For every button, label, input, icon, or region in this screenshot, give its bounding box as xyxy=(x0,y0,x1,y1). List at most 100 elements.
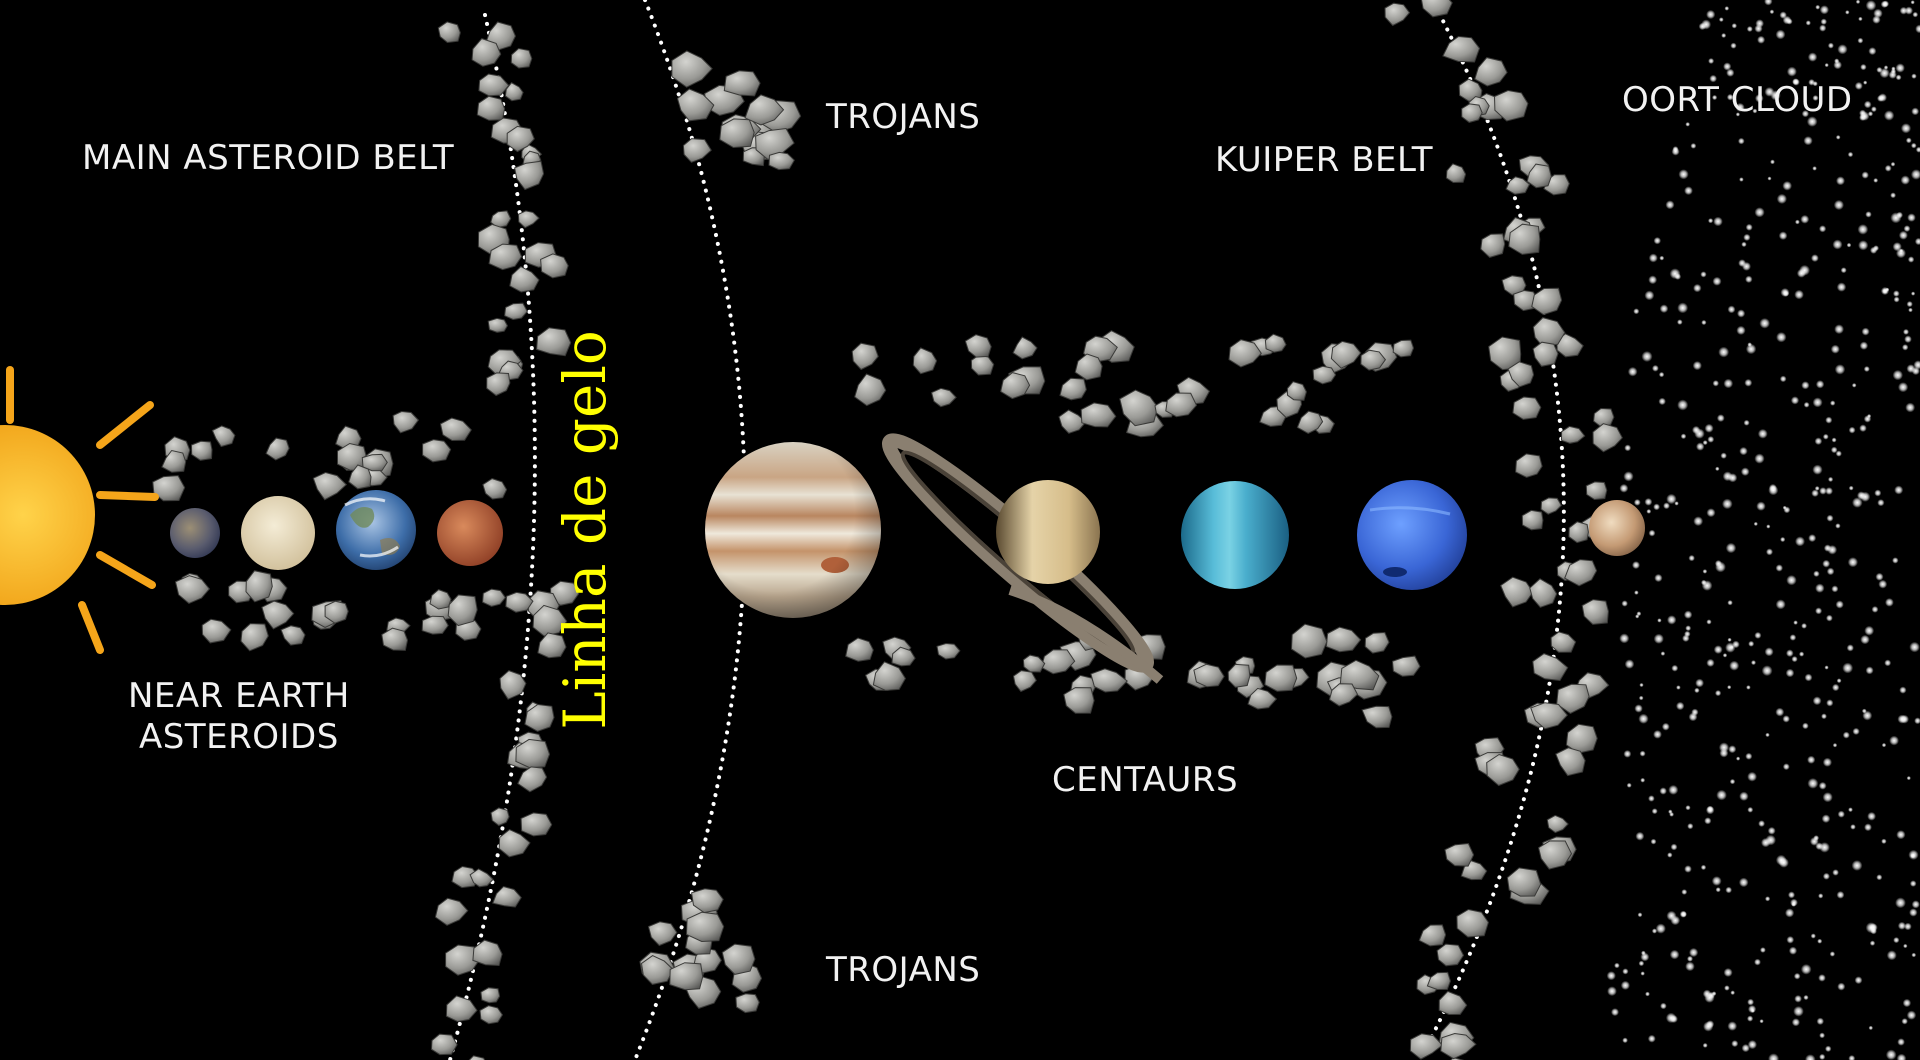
oort-star xyxy=(1677,302,1689,314)
oort-star xyxy=(1727,600,1733,606)
asteroid xyxy=(517,766,548,793)
oort-star xyxy=(1818,893,1824,899)
oort-star xyxy=(1674,501,1679,506)
oort-star xyxy=(1842,731,1850,739)
oort-star xyxy=(1677,399,1689,411)
oort-star xyxy=(1908,307,1913,313)
oort-star xyxy=(1736,325,1746,335)
oort-star xyxy=(1684,186,1693,196)
oort-star xyxy=(1668,784,1679,795)
oort-star xyxy=(1904,6,1913,15)
oort-star xyxy=(1735,112,1740,117)
oort-star xyxy=(1677,319,1683,325)
sun xyxy=(0,366,159,654)
asteroid xyxy=(1286,381,1307,401)
oort-star xyxy=(1647,1034,1656,1043)
oort-star xyxy=(1845,10,1850,15)
oort-star xyxy=(1811,489,1819,498)
oort-star xyxy=(1775,29,1786,40)
oort-star xyxy=(1663,502,1670,510)
oort-star xyxy=(1704,817,1712,825)
oort-star xyxy=(1805,1054,1816,1060)
oort-star xyxy=(1794,995,1802,1003)
oort-star xyxy=(1842,662,1854,674)
asteroid xyxy=(437,21,461,44)
oort-star xyxy=(1769,9,1775,15)
asteroid xyxy=(682,138,712,163)
asteroid xyxy=(1486,753,1520,787)
oort-star xyxy=(1786,649,1794,657)
oort-star xyxy=(1634,704,1643,713)
oort-star xyxy=(1807,755,1816,764)
oort-star xyxy=(1685,122,1690,127)
oort-star xyxy=(1903,943,1908,949)
asteroid xyxy=(515,738,551,769)
oort-star xyxy=(1896,1053,1907,1060)
oort-star xyxy=(1619,633,1630,644)
centaurs-label: CENTAURS xyxy=(1052,760,1239,800)
asteroid xyxy=(1550,631,1577,653)
oort-star xyxy=(1764,647,1774,657)
oort-star xyxy=(1720,452,1727,459)
asteroid xyxy=(492,885,522,908)
oort-star xyxy=(1747,771,1757,782)
oort-star xyxy=(1875,572,1884,581)
oort-star xyxy=(1760,947,1766,953)
oort-star xyxy=(1863,366,1870,372)
oort-star xyxy=(1815,583,1825,593)
asteroid xyxy=(1325,626,1362,653)
oort-star xyxy=(1782,715,1790,723)
oort-star xyxy=(1634,590,1639,595)
oort-star xyxy=(1788,891,1795,899)
oort-star xyxy=(1813,570,1820,577)
asteroid xyxy=(1515,453,1543,478)
asteroid xyxy=(1521,509,1544,531)
oort-star xyxy=(1653,633,1664,644)
oort-star xyxy=(1814,437,1823,446)
asteroid xyxy=(1565,723,1598,754)
oort-star xyxy=(1897,714,1907,724)
asteroid xyxy=(1532,653,1569,682)
asteroid xyxy=(532,604,568,637)
oort-star xyxy=(1885,598,1894,607)
oort-star xyxy=(1902,998,1912,1008)
oort-star xyxy=(1701,579,1707,586)
oort-star xyxy=(1829,951,1836,957)
oort-star xyxy=(1892,369,1904,381)
saturn xyxy=(881,433,1164,684)
oort-star xyxy=(1731,1040,1739,1048)
oort-star xyxy=(1765,834,1776,846)
oort-star xyxy=(1861,327,1870,336)
oort-star xyxy=(1867,811,1876,821)
main-asteroid-belt-label: MAIN ASTEROID BELT xyxy=(82,138,455,178)
oort-star xyxy=(1888,70,1897,79)
oort-star xyxy=(1746,685,1751,690)
oort-star xyxy=(1898,230,1908,240)
asteroid xyxy=(509,265,540,293)
asteroid xyxy=(1296,410,1324,434)
oort-star xyxy=(1800,214,1810,224)
asteroid xyxy=(1330,340,1362,369)
asteroid xyxy=(211,425,236,448)
oort-star xyxy=(1894,485,1904,495)
asteroid xyxy=(1384,2,1411,27)
oort-star xyxy=(1723,62,1732,71)
oort-star xyxy=(1765,896,1771,902)
oort-star xyxy=(1905,402,1916,413)
oort-star xyxy=(1861,171,1869,179)
oort-star xyxy=(1807,52,1818,62)
oort-star xyxy=(1622,1037,1628,1044)
asteroid xyxy=(1361,705,1393,729)
oort-star xyxy=(1828,476,1834,482)
oort-star xyxy=(1778,231,1788,240)
oort-star xyxy=(1653,730,1662,739)
oort-star xyxy=(1678,169,1689,180)
oort-star xyxy=(1795,219,1800,225)
oort-star xyxy=(1884,659,1892,667)
oort-star xyxy=(1879,68,1890,79)
oort-star xyxy=(1877,499,1885,507)
asteroid xyxy=(488,243,523,271)
oort-star xyxy=(1801,381,1810,390)
oort-star xyxy=(1873,178,1879,183)
oort-star xyxy=(1644,290,1655,301)
